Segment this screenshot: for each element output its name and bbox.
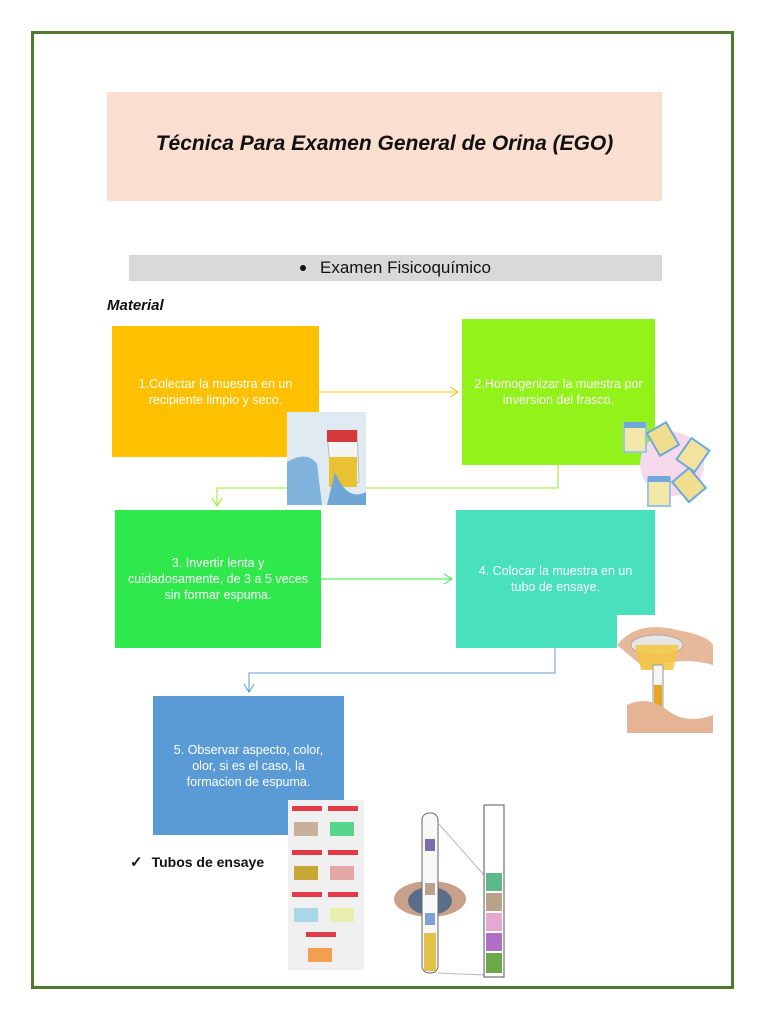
urine-cup-photo: [287, 412, 366, 505]
section-heading: Examen Fisicoquímico: [129, 255, 662, 281]
checklist-item-label: Tubos de ensaye: [151, 854, 265, 870]
section-heading-text: Examen Fisicoquímico: [319, 258, 491, 277]
microscopy-tube-illustration: [394, 803, 506, 980]
material-label: Material: [107, 297, 164, 314]
step-1-box: 1.Colectar la muestra en un recipiente l…: [112, 326, 319, 457]
page-border: [31, 31, 734, 989]
step-3-box: 3. Invertir lenta y cuidadosamente, de 3…: [115, 510, 321, 648]
color-chart-photo: [288, 800, 364, 970]
checkmark-icon: ✓: [130, 854, 143, 871]
checklist-item: ✓ Tubos de ensaye: [130, 853, 264, 871]
title-banner: Técnica Para Examen General de Orina (EG…: [107, 92, 662, 201]
bullet-icon: [299, 265, 306, 271]
step-2-box: 2.Homogenizar la muestra por inversion d…: [462, 319, 655, 465]
scattered-cups-photo: [623, 420, 711, 507]
pouring-sample-photo: [617, 615, 713, 733]
page-title: Técnica Para Examen General de Orina (EG…: [155, 132, 614, 155]
